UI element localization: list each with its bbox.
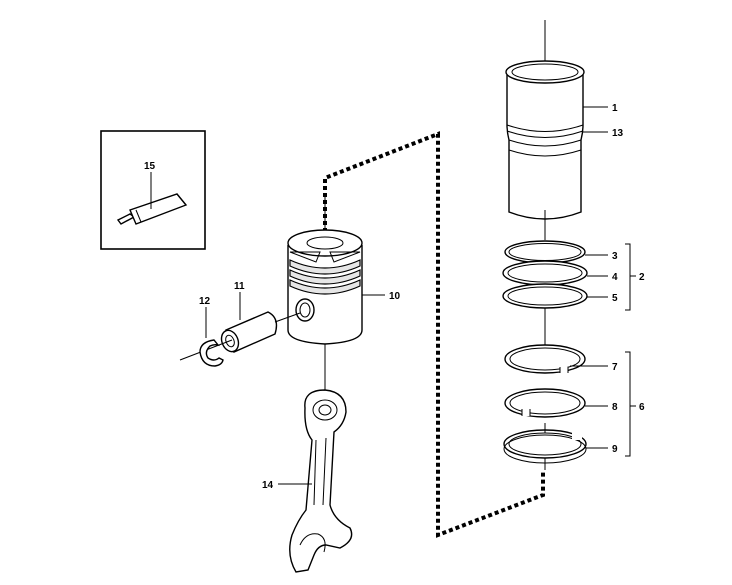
callout-5: 5 [612, 293, 618, 304]
assembly-dashed-line [323, 131, 545, 538]
callout-10: 10 [389, 291, 401, 302]
callout-13: 13 [612, 128, 624, 139]
callout-14: 14 [262, 480, 274, 491]
bracket-group-2 [625, 243, 631, 311]
piston-icon [287, 196, 363, 392]
callout-11: 11 [234, 281, 245, 292]
sealant-tube-icon [116, 193, 188, 225]
callout-9: 9 [612, 444, 618, 455]
callout-3: 3 [612, 251, 618, 262]
callout-1: 1 [612, 103, 618, 114]
piston-ring-group [503, 344, 587, 470]
callout-6: 6 [639, 402, 645, 413]
connecting-rod-icon [289, 389, 353, 573]
bracket-group-6 [625, 351, 631, 457]
callout-15: 15 [144, 161, 156, 172]
callout-4: 4 [612, 272, 618, 283]
circlip-icon [179, 339, 233, 367]
callout-7: 7 [612, 362, 618, 373]
callout-12: 12 [199, 296, 211, 307]
sealant-tube-inset [100, 130, 206, 250]
callout-2: 2 [639, 272, 645, 283]
callout-8: 8 [612, 402, 618, 413]
cylinder-liner-icon [505, 20, 585, 240]
seal-ring-group [502, 240, 588, 345]
